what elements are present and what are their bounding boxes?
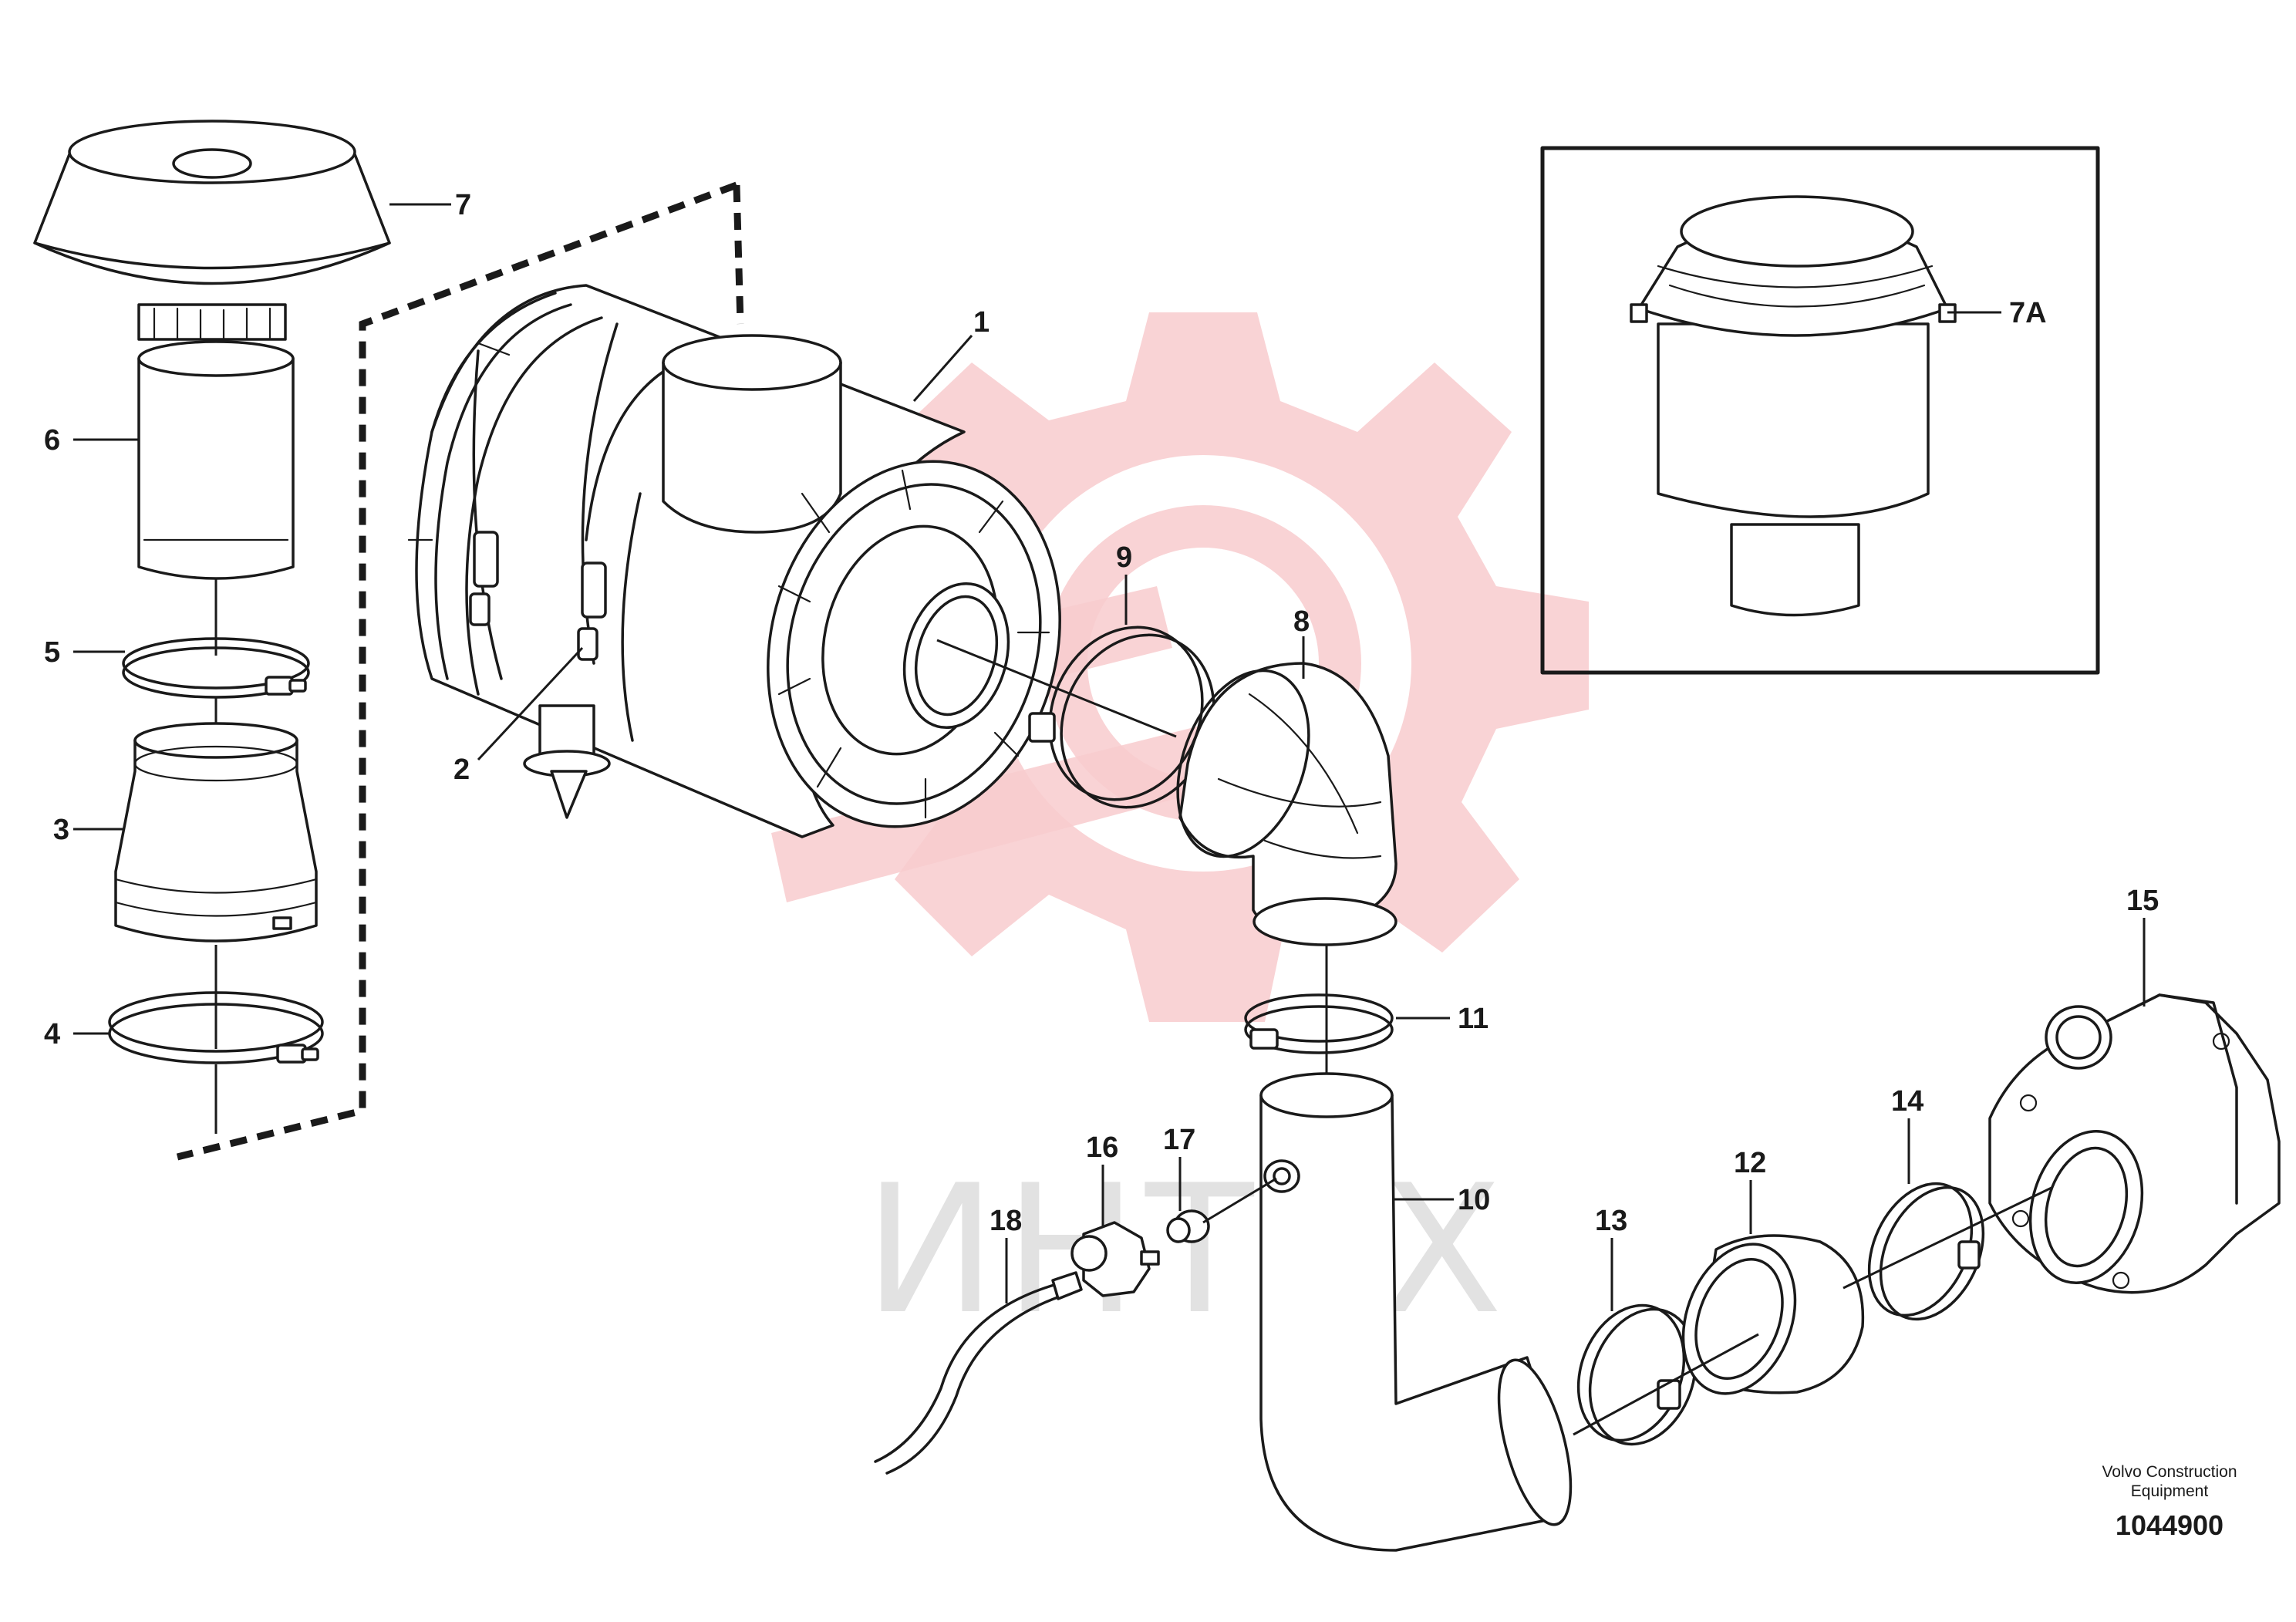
callout-16: 16 (1086, 1131, 1118, 1164)
callout-17: 17 (1163, 1124, 1195, 1156)
dust-valve (523, 704, 611, 819)
callout-7: 7 (455, 189, 471, 221)
manufacturer-credit-line1: Volvo Construction (2102, 1463, 2237, 1481)
callout-4: 4 (44, 1018, 60, 1050)
callout-13: 13 (1595, 1205, 1627, 1237)
callout-11: 11 (1458, 1003, 1489, 1035)
precleaner-cap (33, 120, 391, 341)
callout-1: 1 (973, 306, 990, 339)
air-filter-housing (407, 284, 1061, 838)
callout-3: 3 (53, 814, 69, 846)
grommet (1166, 1209, 1210, 1243)
sensor-wire (874, 1271, 1083, 1475)
callout-6: 6 (44, 424, 60, 457)
callout-9: 9 (1116, 541, 1132, 574)
dashed-assembly-bracket (176, 181, 744, 1161)
hose-clamp-11 (1244, 993, 1394, 1054)
sleeve (137, 340, 295, 580)
reducer-adapter (114, 722, 318, 943)
callout-5: 5 (44, 636, 60, 669)
callout-14: 14 (1891, 1085, 1923, 1118)
turbocharger (1988, 993, 2281, 1294)
hose-clamp-14 (1867, 1182, 1985, 1321)
pressure-sensor (1070, 1221, 1160, 1297)
callout-18: 18 (990, 1205, 1022, 1237)
rubber-elbow (1176, 662, 1397, 946)
callout-2: 2 (453, 754, 470, 786)
drawing-number: 1044900 (2116, 1509, 2224, 1541)
manufacturer-credit-line2: Equipment (2131, 1482, 2209, 1500)
callout-7a: 7A (2009, 297, 2047, 329)
hose-clamp-13 (1576, 1303, 1698, 1446)
rubber-connector (1681, 1234, 1865, 1395)
callout-15: 15 (2126, 885, 2159, 917)
hose-clamp-upper (122, 637, 310, 699)
callout-8: 8 (1293, 605, 1310, 638)
callout-12: 12 (1734, 1147, 1766, 1179)
intake-pipe (1259, 1072, 1573, 1552)
detail-inset-7a (1540, 146, 2100, 675)
sensor-port-ring (1263, 1159, 1300, 1193)
callout-10: 10 (1458, 1184, 1490, 1216)
watermark-text: ИНТЕХ (864, 1148, 1510, 1354)
